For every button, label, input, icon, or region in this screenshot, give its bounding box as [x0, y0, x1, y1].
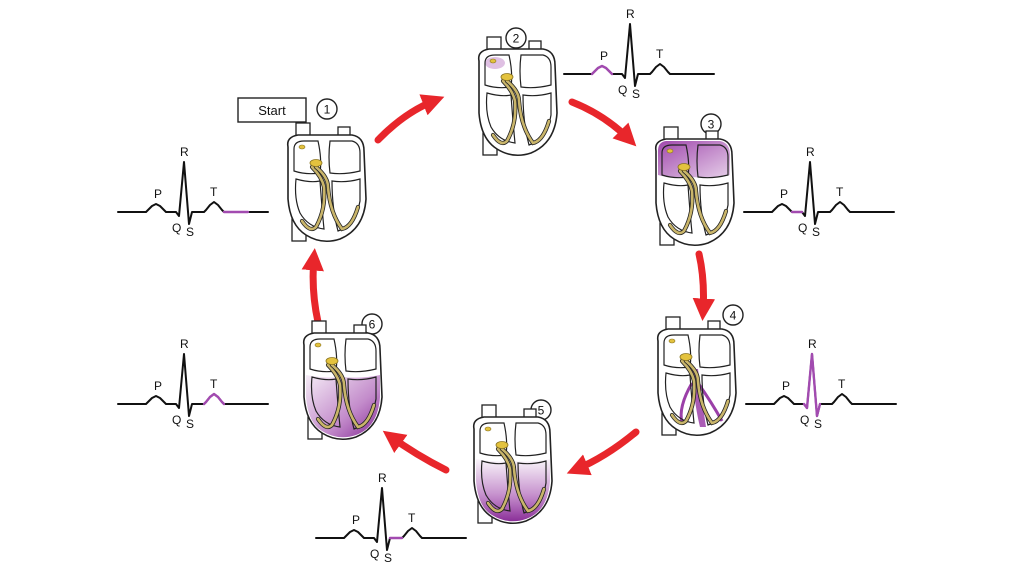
ecg-label-s: S — [186, 417, 194, 431]
cycle-arrows — [301, 94, 716, 476]
arrow-3-to-4 — [692, 250, 716, 321]
ecg-label-q: Q — [172, 413, 181, 427]
svg-text:6: 6 — [369, 318, 376, 332]
stage-number-4: 4 — [722, 304, 744, 326]
ecg-label-t: T — [656, 47, 664, 61]
stage-number-2: 2 — [505, 27, 527, 49]
ecg-label-r: R — [808, 337, 817, 351]
ecg-label-r: R — [180, 337, 189, 351]
svg-text:4: 4 — [730, 309, 737, 323]
ecg-label-p: P — [352, 513, 360, 527]
start-label: Start — [258, 103, 286, 118]
ecg-trace — [315, 487, 467, 551]
ecg-highlight-p-wave — [590, 64, 614, 76]
ecg-label-t: T — [210, 185, 218, 199]
ecg-trace — [117, 161, 269, 225]
heart-stage-5 — [472, 404, 553, 525]
ecg-label-s: S — [812, 225, 820, 239]
svg-text:3: 3 — [708, 118, 715, 132]
heart-stage-4 — [656, 316, 737, 437]
ecg-highlight-t-wave — [202, 392, 226, 406]
hearts — [286, 36, 737, 525]
ecg-label-p: P — [782, 379, 790, 393]
ecg-label-p: P — [780, 187, 788, 201]
ecg-label-r: R — [806, 145, 815, 159]
ecg-label-p: P — [154, 187, 162, 201]
ecg-label-r: R — [626, 7, 635, 21]
arrow-5-to-6 — [382, 430, 450, 474]
svg-text:2: 2 — [513, 32, 520, 46]
ecg-label-t: T — [210, 377, 218, 391]
heart-stage-1 — [286, 122, 367, 243]
svg-text:5: 5 — [538, 404, 545, 418]
ecg-label-s: S — [384, 551, 392, 565]
arrow-2-to-3 — [568, 98, 637, 147]
ecg-label-r: R — [180, 145, 189, 159]
start-box: Start — [237, 97, 307, 123]
stage-number-1: 1 — [316, 98, 338, 120]
heart-stage-2 — [477, 36, 558, 157]
ecg-label-q: Q — [800, 413, 809, 427]
ecg-label-p: P — [600, 49, 608, 63]
ecg-label-t: T — [836, 185, 844, 199]
ecg-label-t: T — [408, 511, 416, 525]
ecg-label-s: S — [632, 87, 640, 101]
ecg-label-q: Q — [172, 221, 181, 235]
arrow-6-to-1 — [301, 248, 324, 326]
heart-stage-6 — [302, 320, 383, 441]
ecg-label-s: S — [814, 417, 822, 431]
ecg-trace — [117, 353, 269, 417]
ecg-label-r: R — [378, 471, 387, 485]
ecg-highlight-qrs-complex — [802, 352, 822, 418]
ecg-label-q: Q — [798, 221, 807, 235]
ecg-trace — [745, 353, 897, 417]
ecg-trace — [743, 161, 895, 225]
ecg-label-t: T — [838, 377, 846, 391]
ecg-label-p: P — [154, 379, 162, 393]
ecg-label-q: Q — [370, 547, 379, 561]
arrow-4-to-5 — [566, 428, 640, 476]
ecg-label-q: Q — [618, 83, 627, 97]
heart-stage-3 — [654, 126, 735, 247]
ecg-trace — [563, 23, 715, 87]
arrow-1-to-2 — [374, 94, 445, 144]
ecg-label-s: S — [186, 225, 194, 239]
svg-text:1: 1 — [324, 103, 331, 117]
